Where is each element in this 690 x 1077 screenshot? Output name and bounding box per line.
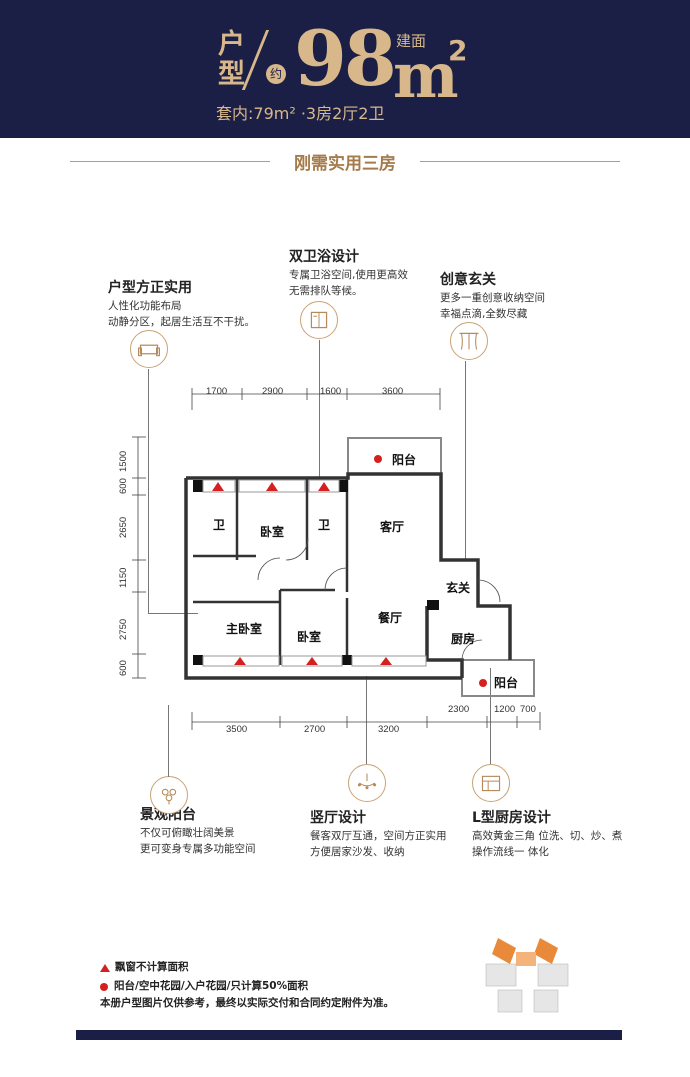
red-dot-icon	[100, 982, 108, 991]
room-balcony-top: 阳台	[392, 453, 417, 467]
feature-desc: 操作流线一 体化	[472, 846, 549, 858]
type-label: 户型	[218, 29, 245, 90]
inner-area-line: 套内:79m² ·3房2厅2卫	[216, 104, 385, 123]
banner-line-right	[420, 161, 620, 162]
chandelier-icon	[348, 764, 386, 802]
feature-desc: 无需排队等候。	[289, 285, 363, 297]
leader-line	[490, 668, 491, 764]
leader-line	[148, 613, 198, 614]
legend: 飘窗不计算面积 阳台/空中花园/入户花园/只计算50%面积	[100, 958, 308, 996]
legend-bay-window: 飘窗不计算面积	[100, 958, 308, 977]
about-badge: 约	[266, 64, 286, 84]
kitchen-icon	[472, 764, 510, 802]
area-prefix: 建面	[396, 32, 427, 50]
room-bedroom-bottom: 卧室	[297, 630, 322, 644]
feature-foyer: 创意玄关 更多一重创意收纳空间 幸福点滴,全数尽藏	[440, 270, 545, 322]
room-bath-1: 卫	[213, 518, 226, 532]
dim-top: 3600	[382, 386, 404, 397]
leader-line	[168, 705, 169, 777]
feature-desc: 更多一重创意收纳空间	[440, 292, 545, 304]
dim-bottom: 3200	[378, 724, 400, 735]
room-bath-2: 卫	[318, 518, 331, 532]
building-key-plan-icon	[485, 938, 569, 1013]
feature-desc: 餐客双厅互通，空间方正实用	[310, 830, 447, 842]
bathroom-icon	[300, 301, 338, 339]
feature-title: 双卫浴设计	[289, 249, 359, 265]
feature-desc: 更可变身专属多功能空间	[140, 843, 256, 855]
feature-desc: 动静分区，起居生活互不干扰。	[108, 316, 255, 328]
dim-bottom: 3500	[226, 724, 248, 735]
leader-line	[319, 340, 320, 480]
banner-line-left	[70, 161, 270, 162]
feature-title: 创意玄关	[440, 272, 496, 288]
area-unit-sup: 2	[448, 34, 468, 67]
dim-left: 2650	[118, 516, 129, 538]
room-bedroom-top: 卧室	[260, 525, 285, 539]
dim-left: 1500	[118, 450, 129, 472]
feature-title: 户型方正实用	[108, 280, 192, 296]
room-living: 客厅	[380, 520, 405, 534]
feature-balcony: 景观阳台 不仅可俯瞰壮阔美景 更可变身专属多功能空间	[140, 805, 256, 857]
leader-line	[465, 361, 466, 561]
curtain-icon	[450, 322, 488, 360]
feature-desc: 高效黄金三角 位洗、切、炒、煮	[472, 830, 623, 842]
room-master: 主卧室	[226, 622, 263, 636]
disclaimer: 本册户型图片仅供参考，最终以实际交付和合同约定附件为准。	[100, 997, 394, 1009]
banner-title: 刚需实用三房	[294, 154, 396, 174]
dim-bottom: 2700	[304, 724, 326, 735]
legend-text: 飘窗不计算面积	[115, 961, 189, 973]
header-banner: 户型 约 98 建面 m 2 套内:79m² ·3房2厅2卫	[0, 0, 690, 138]
legend-balcony: 阳台/空中花园/入户花园/只计算50%面积	[100, 977, 308, 996]
feature-hall: 竖厅设计 餐客双厅互通，空间方正实用 方便居家沙发、收纳	[310, 808, 447, 860]
feature-title: 竖厅设计	[310, 810, 366, 826]
red-triangle-icon	[100, 963, 110, 972]
feature-desc: 人性化功能布局	[108, 300, 182, 312]
feature-kitchen: L型厨房设计 高效黄金三角 位洗、切、炒、煮 操作流线一 体化	[472, 808, 622, 860]
legend-text: 阳台/空中花园/入户花园/只计算50%面积	[114, 980, 309, 992]
dim-left: 1150	[118, 567, 129, 588]
sofa-icon	[130, 330, 168, 368]
dim-bottom: 2300	[448, 704, 470, 715]
room-dining: 餐厅	[378, 611, 403, 625]
section-banner: 刚需实用三房	[70, 147, 620, 177]
feature-title: L型厨房设计	[472, 810, 551, 826]
dim-top: 1700	[206, 386, 228, 397]
dim-left: 600	[118, 660, 129, 676]
dim-bottom: 1200	[494, 704, 516, 715]
dim-top: 2900	[262, 386, 284, 397]
leader-line	[148, 369, 149, 614]
dim-top: 1600	[320, 386, 342, 397]
feature-layout: 户型方正实用 人性化功能布局 动静分区，起居生活互不干扰。	[108, 278, 255, 330]
dim-bottom: 700	[520, 704, 536, 715]
dim-left: 600	[118, 478, 129, 494]
plant-icon	[150, 776, 188, 814]
feature-desc: 不仅可俯瞰壮阔美景	[140, 827, 235, 839]
feature-title: 景观阳台	[140, 807, 196, 823]
area-value: 98	[294, 14, 397, 103]
dim-left: 2750	[118, 618, 129, 640]
footer-bar	[76, 1030, 622, 1040]
feature-desc: 专属卫浴空间,使用更高效	[289, 269, 408, 281]
feature-desc: 幸福点滴,全数尽藏	[440, 308, 528, 320]
leader-line	[366, 676, 367, 764]
feature-desc: 方便居家沙发、收纳	[310, 846, 405, 858]
room-balcony-bottom: 阳台	[494, 676, 519, 690]
room-kitchen: 厨房	[451, 632, 476, 646]
feature-bath: 双卫浴设计 专属卫浴空间,使用更高效 无需排队等候。	[289, 247, 408, 299]
area-unit: m	[393, 39, 459, 112]
room-foyer: 玄关	[446, 581, 471, 595]
